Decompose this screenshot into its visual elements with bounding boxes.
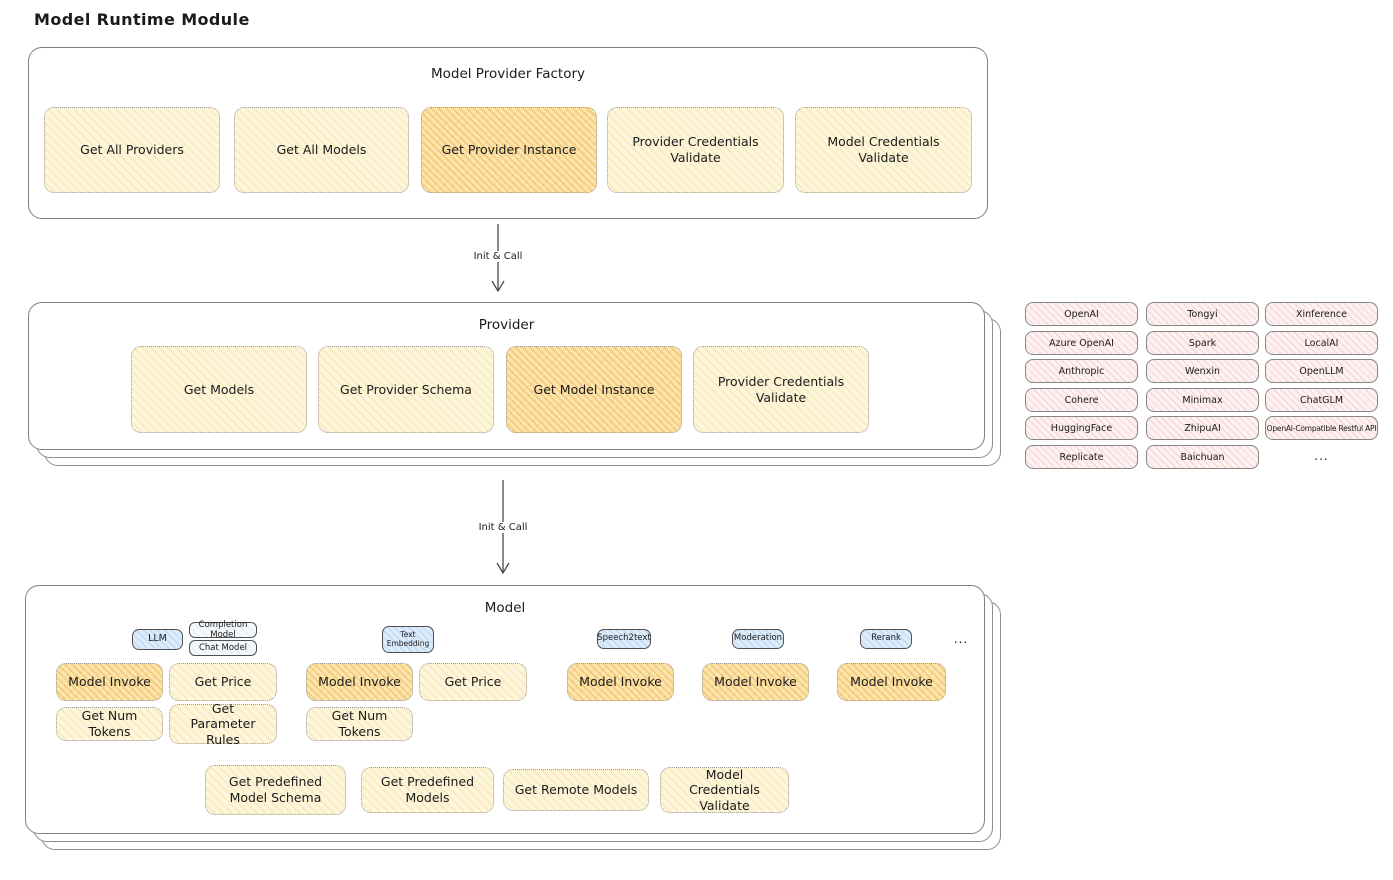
node-llm-get-parameter-rules: Get Parameter Rules [169,701,277,747]
provider-zhipuai: ZhipuAI [1146,416,1259,440]
type-tag-completion-model: Completion Model [189,620,257,640]
type-tag-llm: LLM [132,629,183,650]
node-get-all-providers: Get All Providers [44,107,220,193]
provider-title: Provider [478,317,535,333]
node-model-credentials-validate-2: Model Credentials Validate [660,767,789,813]
provider-openai: OpenAI [1025,302,1138,326]
node-get-provider-instance: Get Provider Instance [421,107,597,193]
provider-openllm: OpenLLM [1265,359,1378,383]
provider-anthropic: Anthropic [1025,359,1138,383]
provider-cohere: Cohere [1025,388,1138,412]
provider-panel: Provider Get Models Get Provider Schema … [28,302,985,450]
model-title: Model [484,600,526,616]
provider-huggingface: HuggingFace [1025,416,1138,440]
provider-spark: Spark [1146,331,1259,355]
node-get-models: Get Models [131,346,307,433]
provider-xinference: Xinference [1265,302,1378,326]
node-rerank-model-invoke: Model Invoke [837,663,946,701]
node-llm-get-price: Get Price [169,663,277,701]
node-text-embedding-get-num-tokens: Get Num Tokens [306,707,413,741]
node-provider-credentials-validate: Provider Credentials Validate [607,107,784,193]
node-text-embedding-model-invoke: Model Invoke [306,663,413,701]
provider-chatglm: ChatGLM [1265,388,1378,412]
node-get-predefined-models: Get Predefined Models [361,767,494,813]
node-llm-model-invoke: Model Invoke [56,663,163,701]
provider-openai-compatible-restful-api: OpenAI-Compatible Restful API [1265,416,1378,440]
factory-panel: Model Provider Factory Get All Providers… [28,47,988,219]
node-text-embedding-get-price: Get Price [419,663,527,701]
arrow1-label: Init & Call [468,251,528,262]
type-tag-chat-model: Chat Model [189,640,257,656]
type-tag-moderation: Moderation [732,629,784,649]
provider-localai: LocalAI [1265,331,1378,355]
provider-azure-openai: Azure OpenAI [1025,331,1138,355]
provider-wenxin: Wenxin [1146,359,1259,383]
providers-more-indicator: ... [1314,449,1329,463]
model-panel: Model LLM Completion Model Chat Model Te… [25,585,985,834]
type-tag-text-embedding: Text Embedding [382,626,434,653]
node-model-credentials-validate: Model Credentials Validate [795,107,972,193]
provider-baichuan: Baichuan [1146,445,1259,469]
node-get-provider-schema: Get Provider Schema [318,346,494,433]
factory-title: Model Provider Factory [430,66,585,82]
node-get-predefined-model-schema: Get Predefined Model Schema [205,765,346,815]
node-provider-credentials-validate-2: Provider Credentials Validate [693,346,869,433]
types-more-indicator: ... [953,632,969,646]
node-speech2text-model-invoke: Model Invoke [567,663,674,701]
arrow2-label: Init & Call [473,522,533,533]
node-llm-get-num-tokens: Get Num Tokens [56,707,163,741]
provider-minimax: Minimax [1146,388,1259,412]
node-moderation-model-invoke: Model Invoke [702,663,809,701]
node-get-model-instance: Get Model Instance [506,346,682,433]
node-get-all-models: Get All Models [234,107,409,193]
node-get-remote-models: Get Remote Models [503,769,649,811]
provider-tongyi: Tongyi [1146,302,1259,326]
provider-replicate: Replicate [1025,445,1138,469]
type-tag-speech2text: Speech2text [597,629,651,649]
type-tag-rerank: Rerank [860,629,912,649]
page-title: Model Runtime Module [34,10,250,29]
